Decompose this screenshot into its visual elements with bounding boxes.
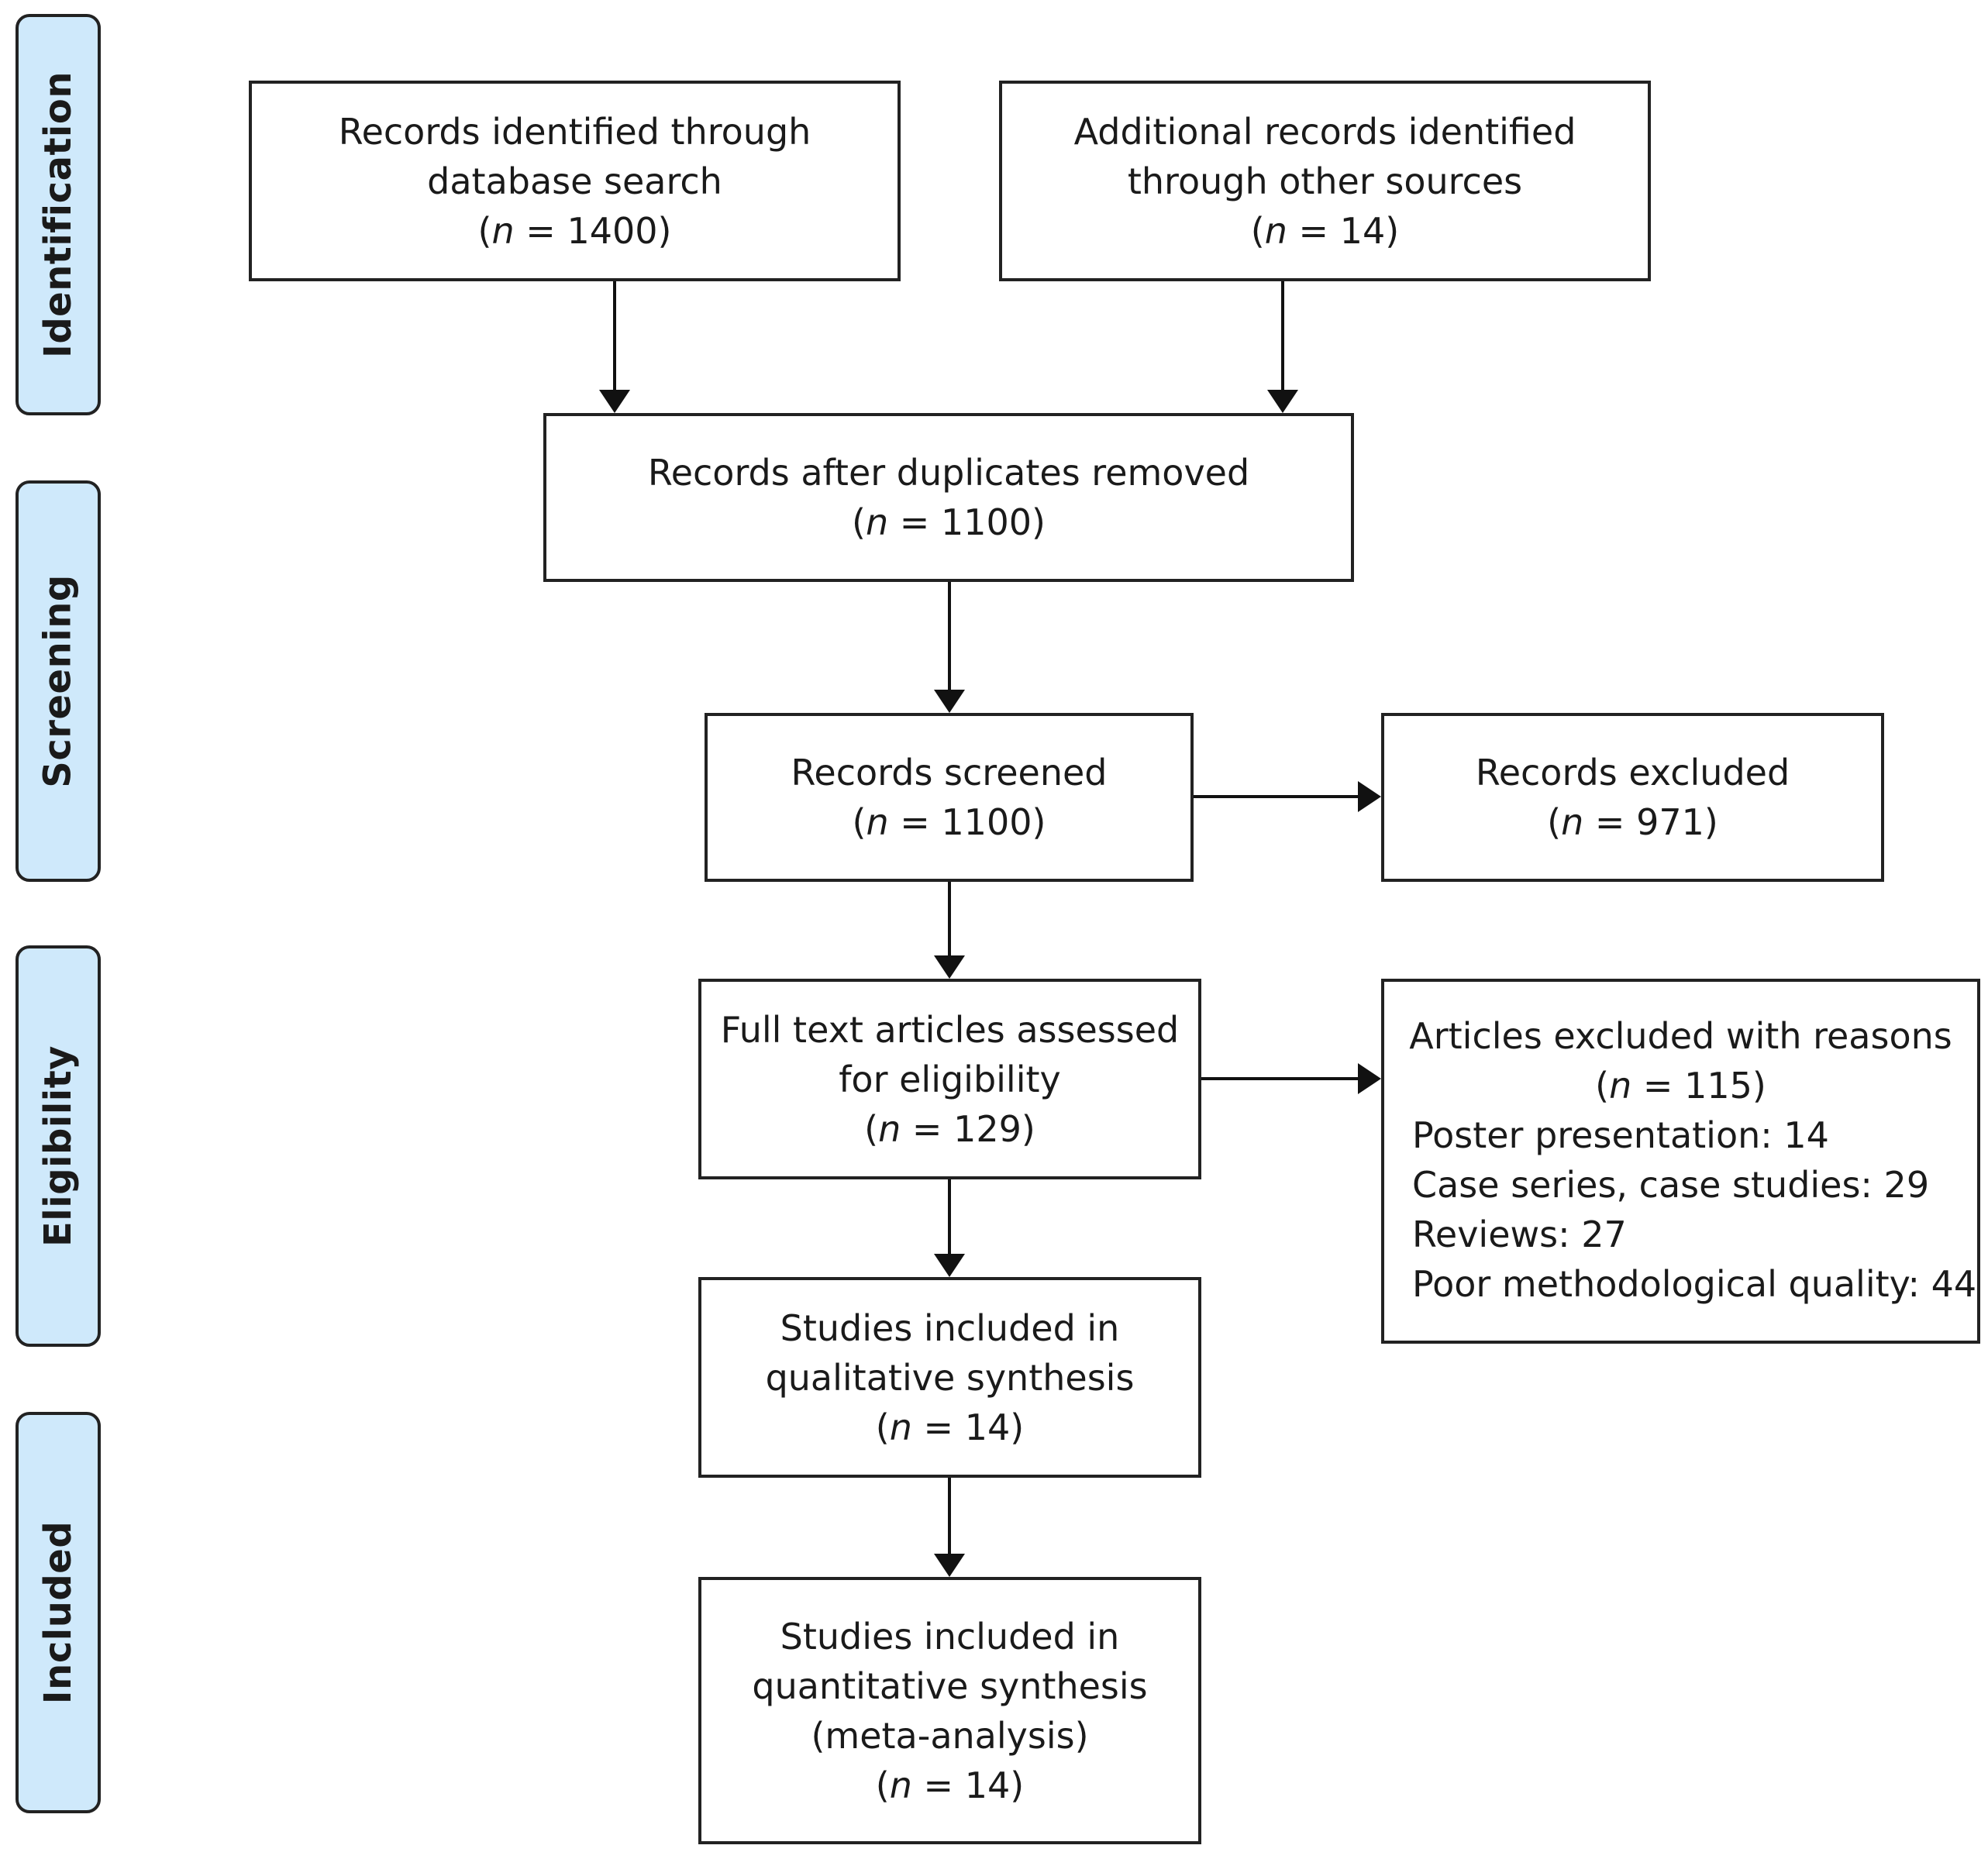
arrowhead bbox=[934, 955, 965, 979]
phase-label: Screening bbox=[36, 574, 80, 788]
box-records-excluded: Records excluded (n = 971) bbox=[1381, 713, 1884, 882]
exclusion-reason: Poster presentation: 14 bbox=[1412, 1114, 1829, 1156]
phase-identification: Identification bbox=[16, 14, 101, 415]
box-text: Articles excluded with reasons bbox=[1409, 1015, 1952, 1057]
count-value: 971 bbox=[1636, 801, 1704, 843]
box-text: (meta-analysis) bbox=[811, 1714, 1089, 1757]
box-text: quantitative synthesis bbox=[752, 1664, 1148, 1707]
count-value: 129 bbox=[953, 1107, 1022, 1150]
box-quantitative-synthesis: Studies included in quantitative synthes… bbox=[698, 1577, 1201, 1844]
count-value: 1100 bbox=[940, 501, 1032, 543]
arrowhead bbox=[934, 1554, 965, 1577]
exclusion-reason-list: Poster presentation: 14 Case series, cas… bbox=[1384, 1110, 1977, 1309]
count-label: (n = 115) bbox=[1595, 1065, 1766, 1107]
arrowhead bbox=[934, 690, 965, 713]
count-label: (n = 1400) bbox=[477, 209, 672, 252]
box-text: qualitative synthesis bbox=[765, 1356, 1135, 1399]
box-text: database search bbox=[427, 160, 722, 202]
box-text: for eligibility bbox=[839, 1058, 1061, 1100]
box-text: through other sources bbox=[1127, 160, 1523, 202]
exclusion-reason: Case series, case studies: 29 bbox=[1412, 1164, 1930, 1206]
count-label: (n = 14) bbox=[875, 1764, 1025, 1806]
count-label: (n = 1100) bbox=[852, 801, 1046, 843]
count-value: 1100 bbox=[941, 801, 1032, 843]
box-other-sources: Additional records identified through ot… bbox=[999, 81, 1651, 281]
arrowhead bbox=[1358, 1063, 1381, 1094]
phase-label: Included bbox=[36, 1520, 81, 1705]
box-records-screened: Records screened (n = 1100) bbox=[705, 713, 1194, 882]
box-duplicates-removed: Records after duplicates removed (n = 11… bbox=[543, 413, 1354, 582]
arrowhead bbox=[1267, 390, 1298, 413]
box-text: Records after duplicates removed bbox=[647, 452, 1250, 494]
phase-label: Identification bbox=[36, 71, 81, 359]
phase-eligibility: Eligibility bbox=[16, 945, 101, 1347]
phase-label: Eligibility bbox=[36, 1045, 80, 1247]
box-text: Additional records identified bbox=[1073, 110, 1576, 153]
arrowhead bbox=[934, 1254, 965, 1277]
count-value: 14 bbox=[964, 1764, 1011, 1806]
box-qualitative-synthesis: Studies included in qualitative synthesi… bbox=[698, 1277, 1201, 1478]
box-full-text-assessed: Full text articles assessed for eligibil… bbox=[698, 979, 1201, 1179]
exclusion-reason: Poor methodological quality: 44 bbox=[1412, 1263, 1977, 1305]
box-database-search: Records identified through database sear… bbox=[249, 81, 901, 281]
phase-included: Included bbox=[16, 1412, 101, 1813]
box-articles-excluded-reasons: Articles excluded with reasons (n = 115)… bbox=[1381, 979, 1980, 1344]
count-value: 1400 bbox=[567, 209, 658, 252]
arrowhead bbox=[599, 390, 630, 413]
box-text: Records identified through bbox=[338, 110, 811, 153]
count-value: 14 bbox=[1339, 209, 1386, 252]
box-text: Records excluded bbox=[1475, 752, 1790, 794]
exclusion-reason: Reviews: 27 bbox=[1412, 1214, 1627, 1255]
count-label: (n = 1100) bbox=[852, 501, 1046, 543]
count-label: (n = 14) bbox=[875, 1406, 1025, 1448]
count-label: (n = 14) bbox=[1250, 209, 1400, 252]
box-text: Studies included in bbox=[780, 1306, 1120, 1349]
count-label: (n = 971) bbox=[1547, 801, 1718, 843]
box-text: Full text articles assessed bbox=[720, 1008, 1180, 1051]
count-label: (n = 129) bbox=[864, 1107, 1035, 1150]
arrowhead bbox=[1358, 781, 1381, 812]
count-value: 115 bbox=[1684, 1065, 1752, 1107]
phase-screening: Screening bbox=[16, 480, 101, 882]
count-value: 14 bbox=[964, 1406, 1011, 1448]
box-text: Records screened bbox=[791, 752, 1108, 794]
box-text: Studies included in bbox=[780, 1615, 1120, 1658]
